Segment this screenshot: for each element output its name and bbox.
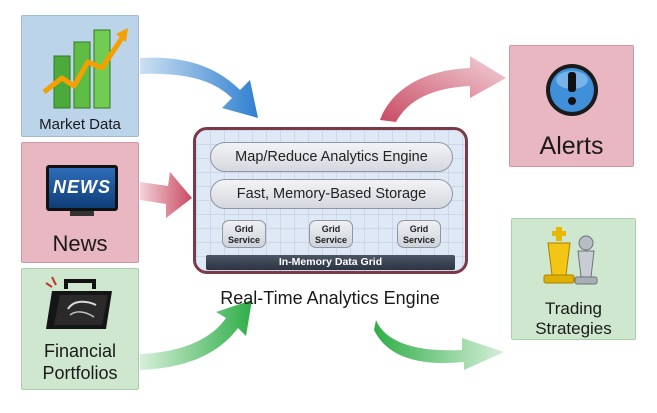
grid-service-3: Grid Service bbox=[397, 220, 441, 248]
grid-service-1: Grid Service bbox=[222, 220, 266, 248]
portfolios-label: Portfolios bbox=[42, 363, 118, 383]
arrow-market-to-engine bbox=[140, 57, 258, 118]
analytics-engine-panel: Map/Reduce Analytics Engine Fast, Memory… bbox=[193, 127, 468, 274]
map-reduce-engine: Map/Reduce Analytics Engine bbox=[210, 142, 453, 172]
tv-icon: NEWS bbox=[46, 165, 118, 211]
news-box: NEWS News bbox=[21, 142, 139, 263]
arrow-portfolios-to-engine bbox=[140, 300, 252, 370]
market-data-label: Market Data bbox=[39, 116, 121, 133]
engine-title: Real-Time Analytics Engine bbox=[220, 288, 440, 308]
bar-chart-icon bbox=[42, 28, 128, 109]
news-logo-text: NEWS bbox=[53, 177, 111, 197]
tv-stand-icon bbox=[70, 211, 94, 216]
arrow-news-to-engine bbox=[140, 172, 192, 218]
trading-strategies-box: Trading Strategies bbox=[511, 218, 636, 340]
chess-pieces-icon bbox=[543, 227, 598, 285]
financial-label: Financial bbox=[43, 341, 117, 361]
alert-icon bbox=[546, 64, 598, 116]
grid-service-2: Grid Service bbox=[309, 220, 353, 248]
alerts-box: Alerts bbox=[509, 45, 634, 167]
in-memory-data-grid-bar: In-Memory Data Grid bbox=[206, 255, 455, 270]
memory-storage: Fast, Memory-Based Storage bbox=[210, 179, 453, 209]
arrow-engine-to-trading bbox=[374, 320, 504, 370]
financial-portfolios-box: Financial Portfolios bbox=[21, 268, 139, 390]
strategies-label: Strategies bbox=[535, 319, 612, 338]
news-label: News bbox=[52, 231, 108, 256]
briefcase-icon bbox=[45, 276, 112, 329]
arrow-engine-to-alerts bbox=[380, 56, 506, 122]
market-data-box: Market Data bbox=[21, 15, 139, 137]
trading-label: Trading bbox=[544, 299, 602, 318]
alerts-label: Alerts bbox=[539, 132, 604, 160]
